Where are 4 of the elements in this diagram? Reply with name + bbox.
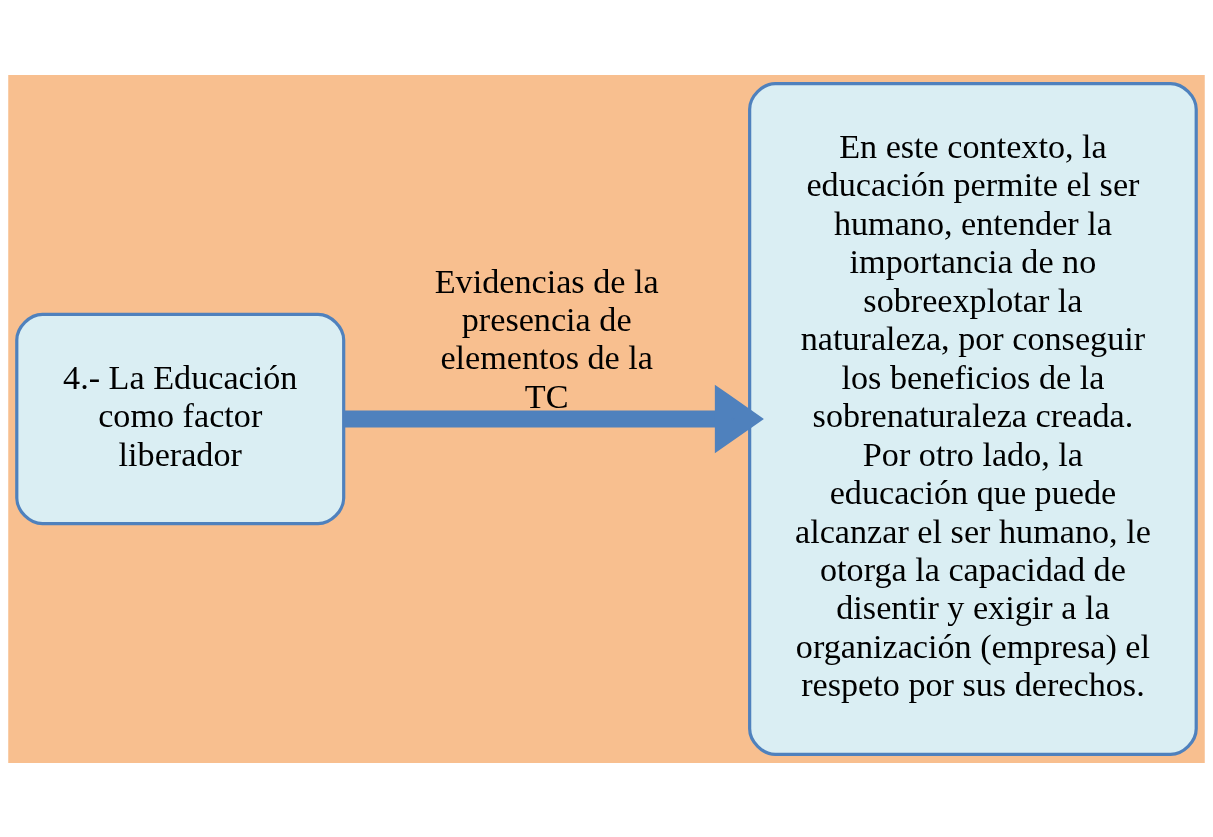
node-box: 4.- La Educación como factor liberador (15, 312, 346, 525)
node-box: En este contexto, la educación permite el ser humano, entender la importancia de no sobreexplotar la naturaleza, por conseguir los beneficios de la sobrenaturaleza creada. Por otro lado, la educación que puede alcanzar el ser humano, le otorga la capacidad de disentir y exigir a la organización (empresa) el respeto por sus derechos. (748, 81, 1198, 756)
edge-label: Evidencias de la presencia de elementos de la TC (434, 262, 659, 415)
arrow (343, 384, 764, 453)
